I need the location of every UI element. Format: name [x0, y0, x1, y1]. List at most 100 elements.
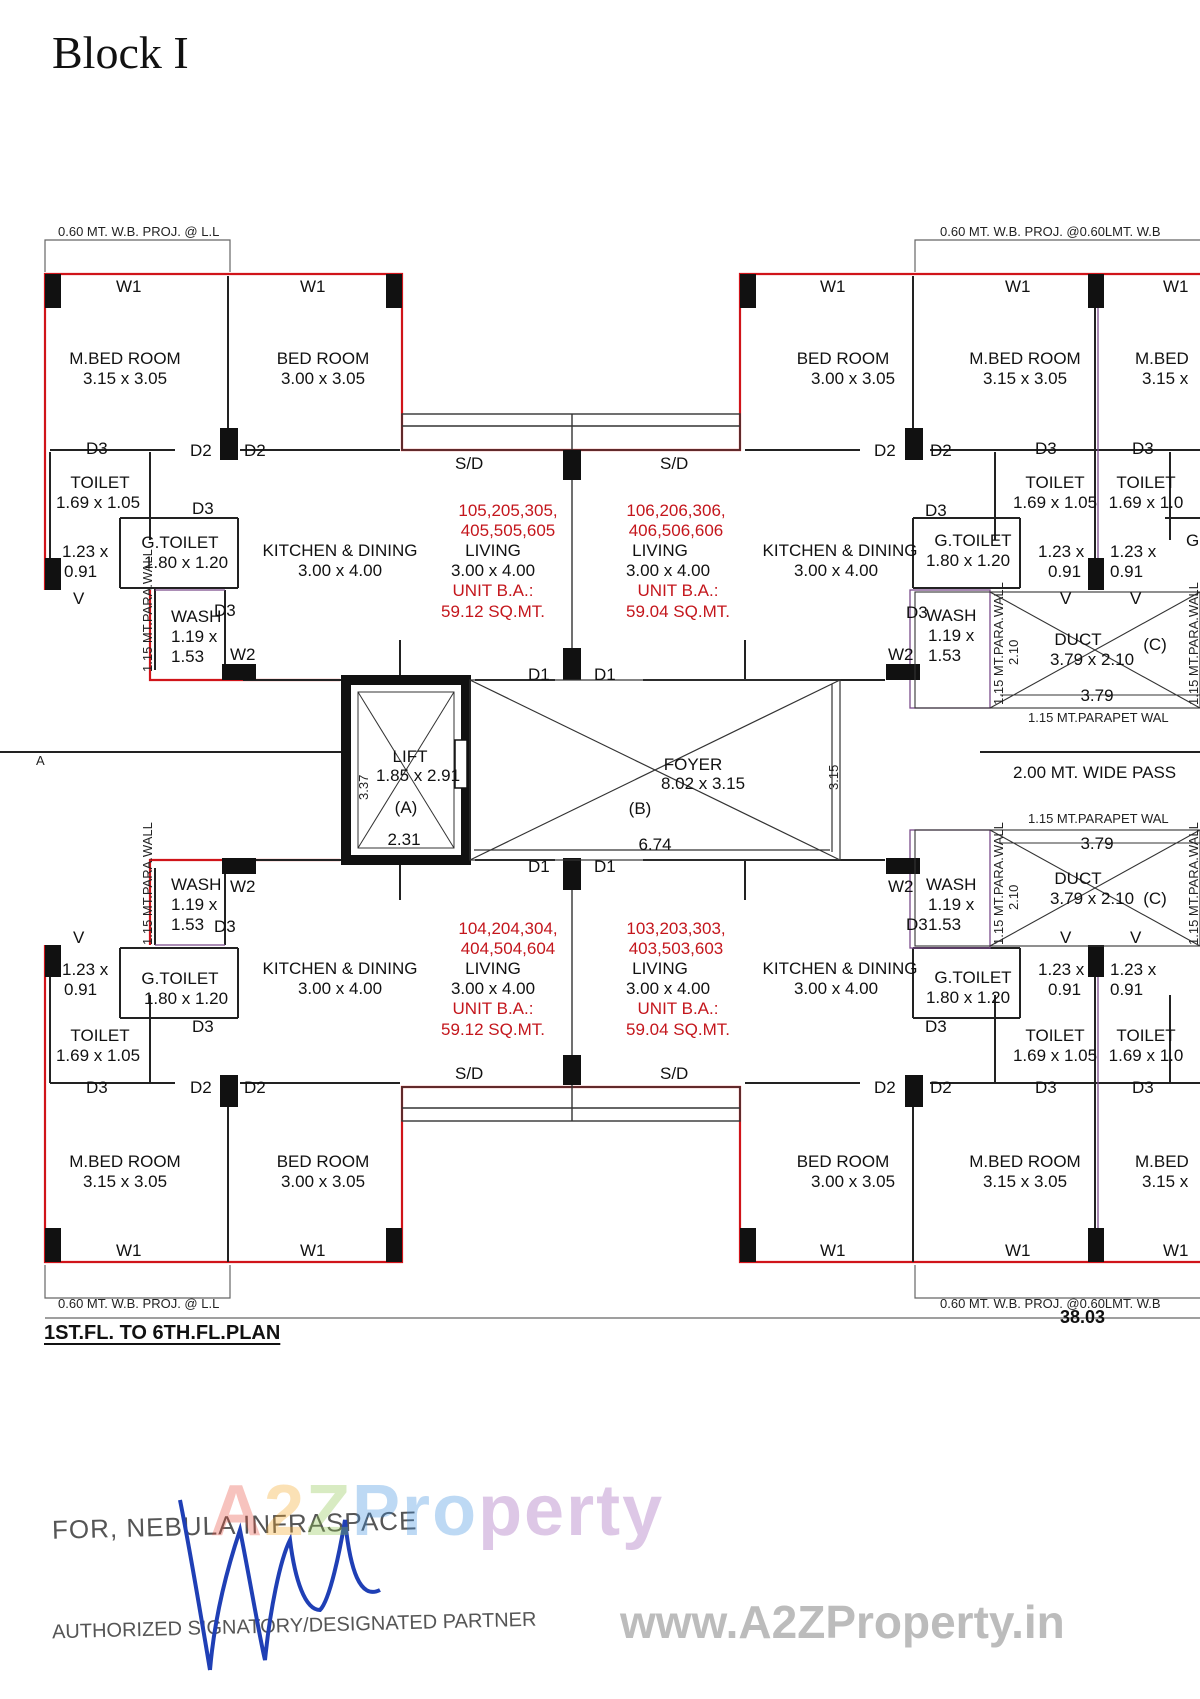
toilet-label-bl: TOILET [70, 1026, 129, 1045]
parapet-label-bottom: 1.15 MT.PARAPET WAL [1028, 811, 1169, 826]
window-tag-w1: W1 [820, 1241, 846, 1260]
door-tag-d3: D3 [925, 501, 947, 520]
living-label-tl: LIVING [465, 541, 521, 560]
duct-dim-bottom: 3.79 [1080, 834, 1113, 853]
living-label-tr: LIVING [632, 541, 688, 560]
door-window-tags: W1 W1 W1 W1 W1 W1 W1 W1 W1 W1 W2 W2 W2 W… [73, 277, 1189, 1260]
unit-nums-b-br: 403,503,603 [629, 939, 724, 958]
kitchen-label-tl: KITCHEN & DINING [263, 541, 418, 560]
projection-label-bottom-right: 0.60 MT. W.B. PROJ. @0.60LMT. W.B [940, 1296, 1161, 1311]
kitchen-size-tl: 3.00 x 4.00 [298, 561, 382, 580]
wash-size-b-tr: 1.53 [928, 646, 961, 665]
unit-area-tl: 59.12 SQ.MT. [441, 602, 545, 621]
kitchen-label-bl: KITCHEN & DINING [263, 959, 418, 978]
window-tag-w1: W1 [300, 277, 326, 296]
foyer-label: FOYER [664, 755, 723, 774]
door-tag-d2: D2 [190, 441, 212, 460]
wash-size-b-bl: 1.53 [171, 915, 204, 934]
section-marker-a: A [36, 753, 45, 768]
toilet-size-tr1: 1.69 x 1.05 [1013, 493, 1097, 512]
unit-nums-a-tr: 106,206,306, [626, 501, 725, 520]
bed-room-label-bl: BED ROOM [277, 1152, 370, 1171]
lift-dim-h: 3.37 [356, 775, 371, 800]
bed-room-size-bl: 3.00 x 3.05 [281, 1172, 365, 1191]
bed-room-size-tl: 3.00 x 3.05 [281, 369, 365, 388]
living-label-bl: LIVING [465, 959, 521, 978]
door-tag-sd: S/D [660, 1064, 688, 1083]
duct-label-top: DUCT [1054, 630, 1101, 649]
duct-tag-bottom: (C) [1143, 889, 1167, 908]
vent-tag-v: V [1130, 928, 1142, 947]
door-tag-d3: D3 [925, 1017, 947, 1036]
toilet-label-br1: TOILET [1025, 1026, 1084, 1045]
door-tag-d2: D2 [930, 441, 952, 460]
duct-size-bottom: 3.79 x 2.10 [1050, 889, 1134, 908]
window-tag-w1: W1 [1005, 1241, 1031, 1260]
door-tag-d3: D3 [1035, 1078, 1057, 1097]
watermark-url: www.A2ZProperty.in [620, 1596, 1065, 1648]
door-tag-sd: S/D [455, 454, 483, 473]
wash-label-tr: WASH [926, 606, 976, 625]
vent-tag-v: V [1060, 928, 1072, 947]
watermark-logo: A2ZProperty [210, 1471, 665, 1551]
vent-tag-v: V [1130, 589, 1142, 608]
gtoilet-label-tr: G.TOILET [934, 531, 1011, 550]
signature-mark [178, 1499, 381, 1671]
door-tag-d3: D3 [86, 1078, 108, 1097]
door-tag-d3: D3 [192, 1017, 214, 1036]
gtoilet-size-tl: 1.80 x 1.20 [144, 553, 228, 572]
lift-label: LIFT [393, 747, 428, 766]
parapet-wall-vertical-tr: 1.15 MT.PARA.WALL [991, 582, 1006, 705]
mbed-room-cut-size-tr: 3.15 x [1142, 369, 1189, 388]
window-tag-w1: W1 [116, 277, 142, 296]
unit-ba-tl: UNIT B.A.: [453, 581, 534, 600]
unit-ba-bl: UNIT B.A.: [453, 999, 534, 1018]
projection-label-top-right: 0.60 MT. W.B. PROJ. @0.60LMT. W.B [940, 224, 1161, 239]
unit-nums-b-bl: 404,504,604 [461, 939, 556, 958]
door-tag-d3: D3 [214, 917, 236, 936]
toilet-size-tr2: 1.69 x 1.0 [1109, 493, 1184, 512]
duct-dim-h-top: 2.10 [1006, 640, 1021, 665]
window-tag-w1: W1 [1005, 277, 1031, 296]
door-tag-d1: D1 [528, 857, 550, 876]
toilet-small-size-b-br2: 0.91 [1110, 980, 1143, 999]
mbed-room-cut-size-br: 3.15 x [1142, 1172, 1189, 1191]
window-tag-w1: W1 [116, 1241, 142, 1260]
gtoilet-cut-tr: G [1186, 531, 1199, 550]
kitchen-label-tr: KITCHEN & DINING [763, 541, 918, 560]
toilet-small-size-a-br1: 1.23 x [1038, 960, 1085, 979]
door-tag-d2: D2 [930, 1078, 952, 1097]
door-tag-d3: D3 [906, 915, 928, 934]
door-tag-d2: D2 [874, 1078, 896, 1097]
lift-tag: (A) [395, 798, 418, 817]
projection-lines [44, 239, 1200, 1319]
door-tag-d3: D3 [906, 603, 928, 622]
gtoilet-size-br: 1.80 x 1.20 [926, 988, 1010, 1007]
wash-label-tl: WASH [171, 607, 221, 626]
window-tag-w2: W2 [888, 645, 914, 664]
duct-dim-top: 3.79 [1080, 686, 1113, 705]
duct-top [914, 591, 1200, 709]
wash-size-a-bl: 1.19 x [171, 895, 218, 914]
lift-shaft [341, 675, 471, 865]
window-tag-w1: W1 [300, 1241, 326, 1260]
foyer [469, 679, 841, 861]
lift-dim-w: 2.31 [387, 830, 420, 849]
mbed-room-size-br: 3.15 x 3.05 [983, 1172, 1067, 1191]
bed-room-size-br: 3.00 x 3.05 [811, 1172, 895, 1191]
plan-title: 1ST.FL. TO 6TH.FL.PLAN [44, 1322, 281, 1344]
door-tag-sd: S/D [660, 454, 688, 473]
foyer-size: 8.02 x 3.15 [661, 774, 745, 793]
kitchen-label-br: KITCHEN & DINING [763, 959, 918, 978]
wash-size-a-tl: 1.19 x [171, 627, 218, 646]
projection-label-bottom-left: 0.60 MT. W.B. PROJ. @ L.L [58, 1296, 219, 1311]
mbed-room-label-tl: M.BED ROOM [69, 349, 180, 368]
duct-tag-top: (C) [1143, 635, 1167, 654]
unit-area-bl: 59.12 SQ.MT. [441, 1020, 545, 1039]
wash-label-bl: WASH [171, 875, 221, 894]
mbed-room-label-br: M.BED ROOM [969, 1152, 1080, 1171]
total-dimension: 38.03 [1060, 1307, 1106, 1327]
duct-dim-h-bottom: 2.10 [1006, 885, 1021, 910]
toilet-label-tr1: TOILET [1025, 473, 1084, 492]
